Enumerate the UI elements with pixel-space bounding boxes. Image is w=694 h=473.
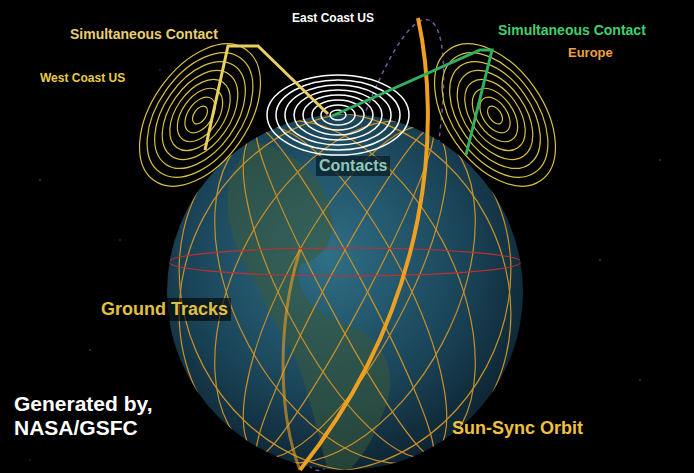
west-contact-rings (115, 22, 285, 208)
equator-line (169, 248, 521, 276)
callout-label: Simultaneous Contact (70, 26, 218, 42)
orbit-label: Sun-Sync Orbit (452, 418, 583, 439)
contacts-label: Contacts (316, 156, 390, 176)
region-label: East Coast US (292, 12, 374, 26)
region-label: West Coast US (40, 72, 125, 86)
sun-sync-orbit (300, 18, 428, 470)
leader-line (205, 46, 328, 150)
ground-tracks (117, 54, 573, 473)
leader-line (332, 50, 492, 155)
credit-note: Generated by, NASA/GSFC (14, 392, 184, 440)
region-label: Europe (568, 46, 613, 61)
east-contact-rings (267, 75, 409, 155)
orbit-front-low (283, 250, 300, 470)
callout-label: Simultaneous Contact (498, 22, 646, 38)
ground-tracks-label: Ground Tracks (98, 298, 231, 321)
europe-contact-rings (410, 22, 580, 208)
